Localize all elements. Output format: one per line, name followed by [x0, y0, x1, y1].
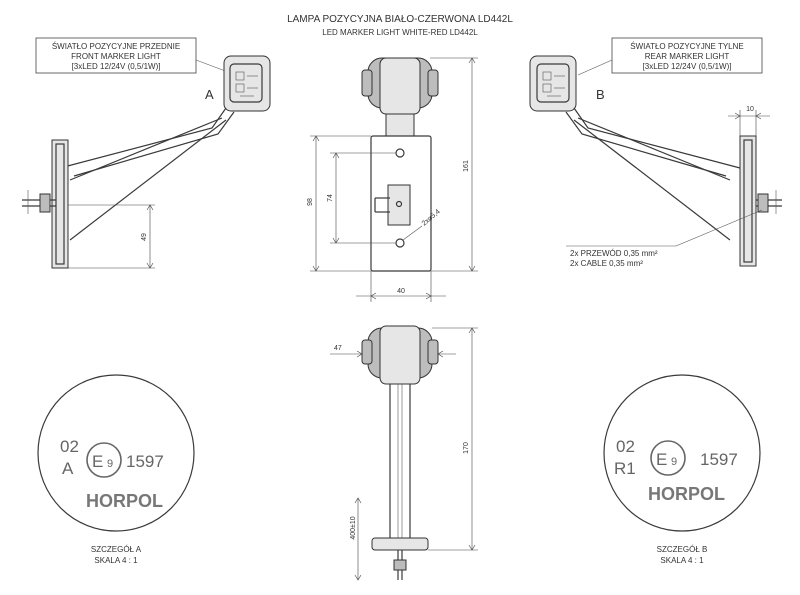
cable-label-line-2: 2x CABLE 0,35 mm²	[570, 259, 643, 268]
dim-49: 49	[141, 233, 148, 241]
front-label-line-3: [3xLED 12/24V (0,5/1W)]	[72, 62, 161, 71]
right-side-view: B 10 2x PRZEWÓD 0,35 mm² 2x CABLE 0,35 m…	[529, 55, 782, 268]
dim-10: 10	[746, 106, 754, 113]
detail-a-approval-e: E	[92, 452, 103, 471]
detail-b-caption-1: SZCZEGÓŁ B	[657, 545, 708, 554]
detail-a-suffix: A	[62, 459, 74, 478]
detail-b: 02 R1 E 9 1597 HORPOL SZCZEGÓŁ B SKALA 4…	[603, 374, 761, 565]
detail-a-approval-num: 9	[107, 458, 113, 470]
detail-b-approval-e: E	[656, 450, 667, 469]
rear-label-line-1: ŚWIATŁO POZYCYJNE TYLNE	[630, 42, 744, 51]
dim-47: 47	[334, 345, 342, 352]
side-view: 47 170 400±10	[330, 325, 478, 581]
detail-b-number: 1597	[700, 450, 738, 469]
detail-a-code: 02	[60, 437, 79, 456]
rear-label-line-3: [3xLED 12/24V (0,5/1W)]	[643, 62, 732, 71]
detail-b-approval-num: 9	[671, 456, 677, 468]
rear-label-line-2: REAR MARKER LIGHT	[645, 52, 730, 61]
dim-170: 170	[463, 442, 470, 454]
detail-a-caption-1: SZCZEGÓŁ A	[91, 545, 142, 554]
front-view: 161 98 74 2x⌀5,4 40	[307, 57, 478, 302]
dim-74: 74	[327, 194, 334, 202]
detail-a-number: 1597	[126, 452, 164, 471]
detail-b-caption-2: SKALA 4 : 1	[660, 556, 704, 565]
left-side-view: A 49	[22, 55, 271, 269]
detail-b-brand: HORPOL	[648, 484, 725, 504]
cable-label-line-1: 2x PRZEWÓD 0,35 mm²	[570, 249, 658, 258]
front-label-line-1: ŚWIATŁO POZYCYJNE PRZEDNIE	[52, 42, 180, 51]
detail-b-suffix: R1	[614, 459, 636, 478]
front-label-line-2: FRONT MARKER LIGHT	[71, 52, 161, 61]
dim-400: 400±10	[350, 516, 357, 539]
title-polish: LAMPA POZYCYJNA BIAŁO-CZERWONA LD442L	[287, 14, 513, 25]
view-letter-b: B	[596, 87, 605, 102]
detail-b-code: 02	[616, 437, 635, 456]
detail-a-brand: HORPOL	[86, 491, 163, 511]
title-english: LED MARKER LIGHT WHITE-RED LD442L	[322, 28, 478, 37]
dim-98: 98	[307, 198, 314, 206]
detail-a-caption-2: SKALA 4 : 1	[94, 556, 138, 565]
dim-40: 40	[397, 288, 405, 295]
dim-161: 161	[463, 160, 470, 172]
front-marker-label-box: ŚWIATŁO POZYCYJNE PRZEDNIE FRONT MARKER …	[35, 37, 237, 76]
detail-a: 02 A E 9 1597 HORPOL SZCZEGÓŁ A SKALA 4 …	[37, 374, 195, 565]
rear-marker-label-box: ŚWIATŁO POZYCYJNE TYLNE REAR MARKER LIGH…	[577, 37, 763, 76]
view-letter-a: A	[205, 87, 214, 102]
